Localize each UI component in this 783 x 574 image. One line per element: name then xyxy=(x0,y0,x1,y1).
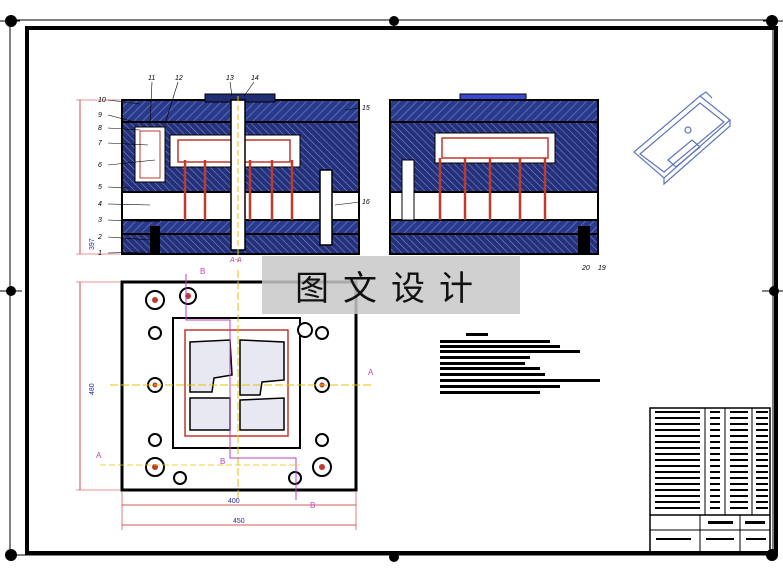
section-mark-a-right: A xyxy=(368,368,374,377)
part-number-10: 10 xyxy=(98,97,106,104)
part-number-11: 11 xyxy=(148,75,155,82)
part-number-7: 7 xyxy=(98,140,103,147)
part-number-8: 8 xyxy=(98,125,102,132)
front-section-view: 3 9 7 xyxy=(76,81,361,262)
part-number-5: 5 xyxy=(98,184,102,191)
dim-width-outer: 450 xyxy=(233,518,245,525)
part-number-19: 19 xyxy=(598,265,606,272)
part-number-15: 15 xyxy=(362,105,370,112)
part-number-12: 12 xyxy=(175,75,183,82)
part-number-20: 20 xyxy=(581,265,590,272)
section-mark-b-bottom: B xyxy=(310,501,315,510)
part-number-2: 2 xyxy=(97,234,102,241)
part-number-6: 6 xyxy=(98,162,102,169)
plan-view xyxy=(76,270,372,530)
part-isometric-view xyxy=(633,91,731,186)
watermark-banner: 图文设计 xyxy=(262,256,520,314)
part-number-9: 9 xyxy=(98,112,102,119)
dim-width-inner: 400 xyxy=(228,498,240,505)
section-mark-a-left: A xyxy=(96,451,102,460)
section-label-aa: A-A xyxy=(229,257,242,264)
part-number-4: 4 xyxy=(98,201,102,208)
part-number-1: 1 xyxy=(98,250,102,257)
drawing-frame xyxy=(0,15,783,562)
technical-notes xyxy=(440,333,600,394)
title-block xyxy=(649,407,771,554)
part-number-16: 16 xyxy=(362,199,370,206)
side-section-view xyxy=(389,93,599,255)
dim-height-front: 397 xyxy=(89,238,96,250)
section-mark-b-mid: B xyxy=(220,457,225,466)
section-mark-b-top: B xyxy=(200,267,205,276)
part-number-3: 3 xyxy=(98,217,102,224)
parts-list-rows xyxy=(655,411,768,540)
part-number-13: 13 xyxy=(226,75,234,82)
dim-height-plan: 480 xyxy=(89,383,96,395)
part-number-14: 14 xyxy=(251,75,259,82)
